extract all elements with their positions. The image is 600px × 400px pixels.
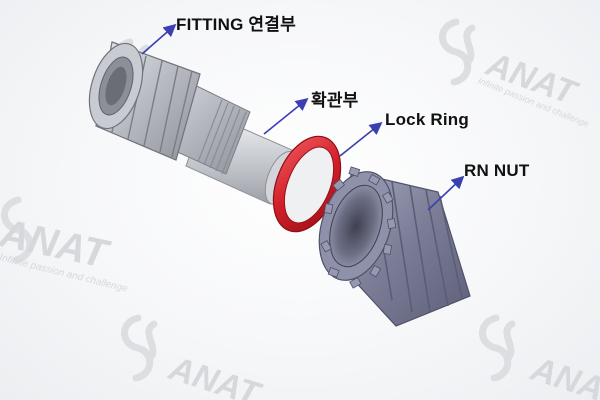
watermark-logo-icon	[1, 196, 34, 264]
arrow-lock-ring	[339, 122, 383, 157]
label-fitting-connection: FITTING 연결부	[176, 15, 296, 34]
fitting-bore-inner	[105, 66, 127, 106]
watermark-brand: ANAT	[164, 349, 267, 400]
thread-lines	[197, 99, 247, 175]
label-expansion-section: 확관부	[311, 91, 359, 110]
arrow-fitting	[141, 23, 177, 55]
rn-nut-part	[318, 166, 471, 327]
nut-rim-teeth	[320, 166, 397, 289]
nut-threaded-bore	[329, 184, 383, 268]
fitting-part	[88, 41, 300, 205]
label-rn-nut: RN NUT	[464, 161, 530, 180]
watermark-brand: ANAT	[526, 349, 600, 400]
arrow-expansion	[263, 97, 309, 135]
watermark-logo-icon	[479, 314, 516, 382]
lock-ring-part	[272, 135, 342, 233]
label-lock-ring: Lock Ring	[385, 110, 469, 129]
callout-arrows	[141, 23, 465, 211]
arrow-rn-nut	[427, 175, 465, 211]
watermark-logo-icon	[439, 18, 476, 86]
watermark-logo-icon	[121, 314, 158, 382]
lock-ring-inner	[283, 146, 335, 224]
